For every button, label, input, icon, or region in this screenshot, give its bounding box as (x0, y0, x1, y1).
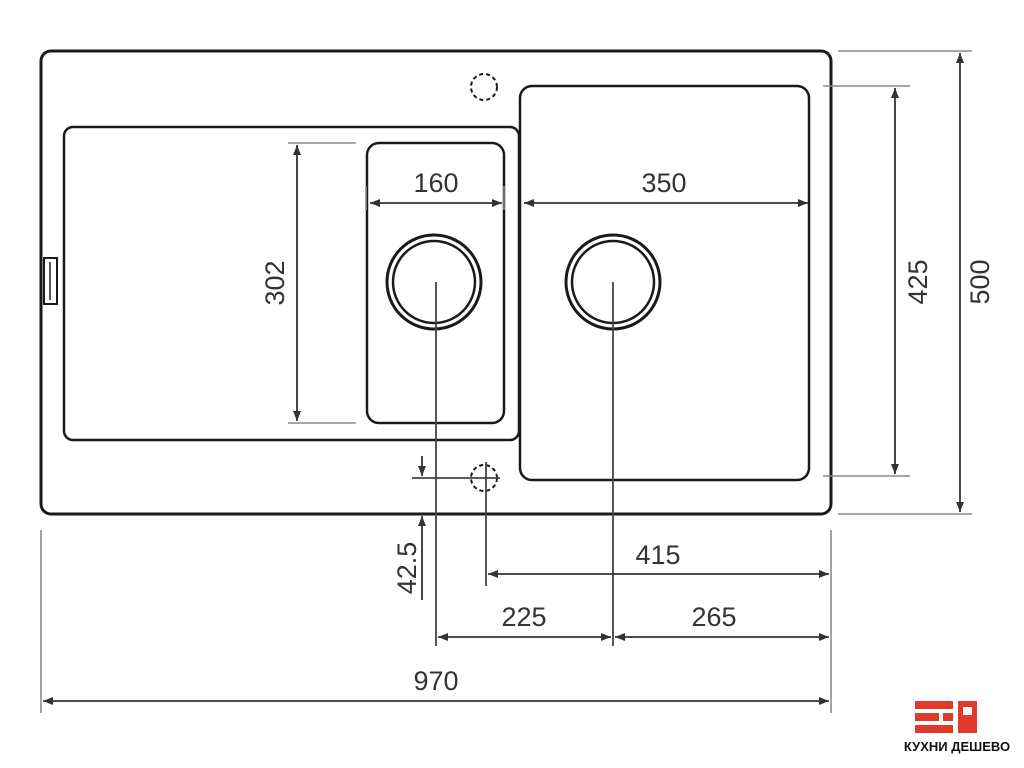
drain-small (385, 233, 483, 331)
label-225: 225 (501, 602, 546, 632)
label-160: 160 (413, 168, 458, 198)
label-500: 500 (965, 259, 995, 304)
label-42-5: 42.5 (392, 542, 422, 595)
large-bowl (518, 84, 811, 482)
brand-logo: КУХНИ ДЕШЕВО (896, 697, 1018, 761)
label-350: 350 (641, 168, 686, 198)
label-415: 415 (635, 540, 680, 570)
brand-name: КУХНИ ДЕШЕВО (903, 739, 1011, 754)
label-265: 265 (691, 602, 736, 632)
label-425: 425 (903, 259, 933, 304)
label-970: 970 (413, 666, 458, 696)
label-302: 302 (260, 260, 290, 305)
brand-mark-icon (915, 701, 977, 733)
overflow-slot (43, 257, 58, 305)
tap-hole-top (470, 73, 498, 101)
